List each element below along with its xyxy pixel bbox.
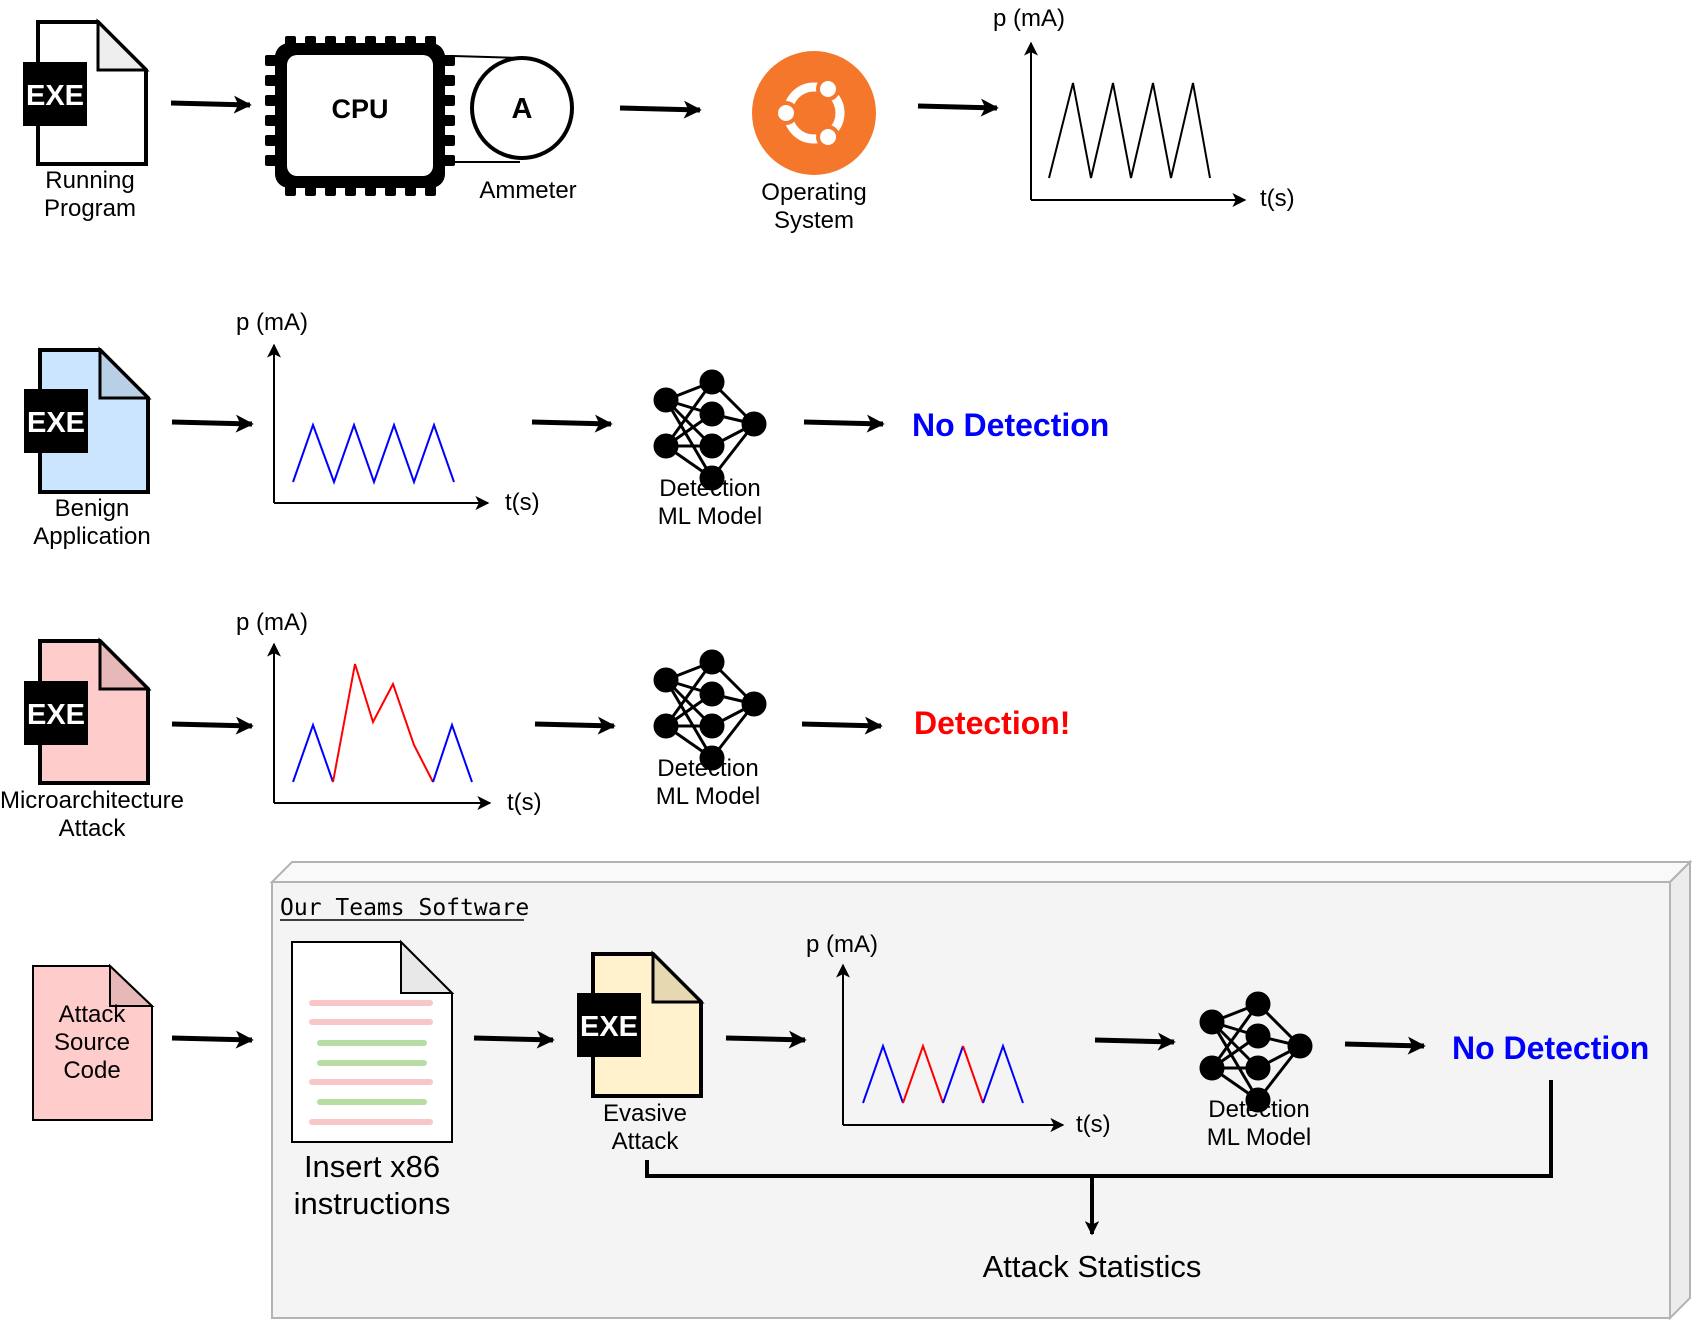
flow-arrow <box>473 1030 555 1049</box>
flow-arrow <box>171 716 254 735</box>
neural-network-icon <box>653 369 767 491</box>
app-label-line1: Benign <box>55 495 130 522</box>
flow-arrow <box>917 98 999 117</box>
cpu-chip-icon: CPU <box>265 36 455 196</box>
result-detection: Detection! <box>914 705 1070 741</box>
plot-row1: p (mA) t(s) <box>993 5 1295 212</box>
benign-trace-segment <box>942 1045 964 1104</box>
app-label-line2: Application <box>33 523 150 550</box>
cpu-label: CPU <box>331 94 388 124</box>
exe-label: EXE <box>26 80 84 112</box>
x-axis-label: t(s) <box>1076 1111 1111 1138</box>
code-document-icon <box>291 939 455 1143</box>
plot-row2: p (mA) t(s) <box>236 309 540 516</box>
x-axis-label: t(s) <box>505 489 540 516</box>
evasive-label-line1: Evasive <box>603 1100 687 1127</box>
benign-trace-segment <box>982 1042 1024 1104</box>
neural-network-icon <box>1199 991 1313 1113</box>
y-axis-label: p (mA) <box>236 609 308 636</box>
benign-trace-segment <box>292 721 334 783</box>
flow-arrow <box>171 414 254 433</box>
plot-row3: p (mA) t(s) <box>236 609 542 816</box>
result-no-detection: No Detection <box>1452 1030 1649 1066</box>
y-axis-label: p (mA) <box>236 309 308 336</box>
x-axis-label: t(s) <box>507 789 542 816</box>
plot-row4: p (mA) t(s) <box>806 931 1111 1138</box>
result-no-detection: No Detection <box>912 407 1109 443</box>
ammeter-label: Ammeter <box>479 177 576 204</box>
ammeter-symbol: A <box>512 93 533 125</box>
source-label-line3: Code <box>63 1057 120 1084</box>
attack-trace-segment <box>902 1042 944 1104</box>
flow-arrow <box>170 95 252 114</box>
doc-label-line2: instructions <box>294 1186 451 1221</box>
row2-benign-application: EXE Benign Application <box>24 346 152 550</box>
ubuntu-logo-icon <box>752 51 876 175</box>
attack-trace-segment <box>962 1045 984 1104</box>
app-label-line2: Attack <box>59 815 127 842</box>
row3-microarchitecture-attack: EXE Microarchitecture Attack <box>0 637 184 842</box>
exe-label: EXE <box>580 1011 638 1043</box>
attack-trace <box>332 663 434 783</box>
ammeter-icon <box>470 56 574 160</box>
feedback-connector <box>645 1080 1553 1236</box>
box-title: Our Teams Software <box>280 895 529 921</box>
benign-trace <box>292 421 455 486</box>
benign-trace-segment <box>862 1042 904 1104</box>
model-label-line2: ML Model <box>1207 1124 1311 1151</box>
attack-source-code: Attack Source Code <box>32 963 155 1121</box>
model-label-line2: ML Model <box>658 503 762 530</box>
y-axis-label: p (mA) <box>993 5 1065 32</box>
attack-statistics-label: Attack Statistics <box>983 1249 1202 1284</box>
evasive-label-line2: Attack <box>612 1128 680 1155</box>
x-axis-label: t(s) <box>1260 185 1295 212</box>
flow-arrow <box>531 414 613 433</box>
flow-arrow <box>1094 1032 1176 1051</box>
doc-label-line1: Insert x86 <box>304 1149 440 1184</box>
model-label-line1: Detection <box>657 755 758 782</box>
ammeter: A Ammeter <box>452 55 577 204</box>
source-label-line1: Attack <box>59 1001 127 1028</box>
flow-arrow <box>725 1030 807 1049</box>
os-label-line1: Operating <box>761 179 866 206</box>
flow-arrow <box>801 716 883 735</box>
row1-running-program: EXE Running Program <box>23 18 150 222</box>
program-label-line1: Running <box>45 167 134 194</box>
our-teams-software-box: Our Teams Software <box>269 859 1692 1320</box>
benign-trace-segment <box>432 721 473 783</box>
power-trace <box>1048 82 1211 179</box>
model-label-line1: Detection <box>1208 1096 1309 1123</box>
source-label-line2: Source <box>54 1029 130 1056</box>
os-label-line2: System <box>774 207 854 234</box>
evasive-attack: EXE Evasive Attack <box>577 950 705 1155</box>
model-label-line1: Detection <box>659 475 760 502</box>
flow-arrow <box>1344 1036 1426 1055</box>
app-label-line1: Microarchitecture <box>0 787 184 814</box>
program-label-line2: Program <box>44 195 136 222</box>
flow-arrow <box>171 1030 254 1049</box>
exe-label: EXE <box>27 407 85 439</box>
flow-arrow <box>534 716 616 735</box>
y-axis-label: p (mA) <box>806 931 878 958</box>
model-label-line2: ML Model <box>656 783 760 810</box>
flow-arrow <box>803 414 885 433</box>
exe-label: EXE <box>27 699 85 731</box>
flow-arrow <box>619 100 702 119</box>
neural-network-icon <box>653 649 767 771</box>
